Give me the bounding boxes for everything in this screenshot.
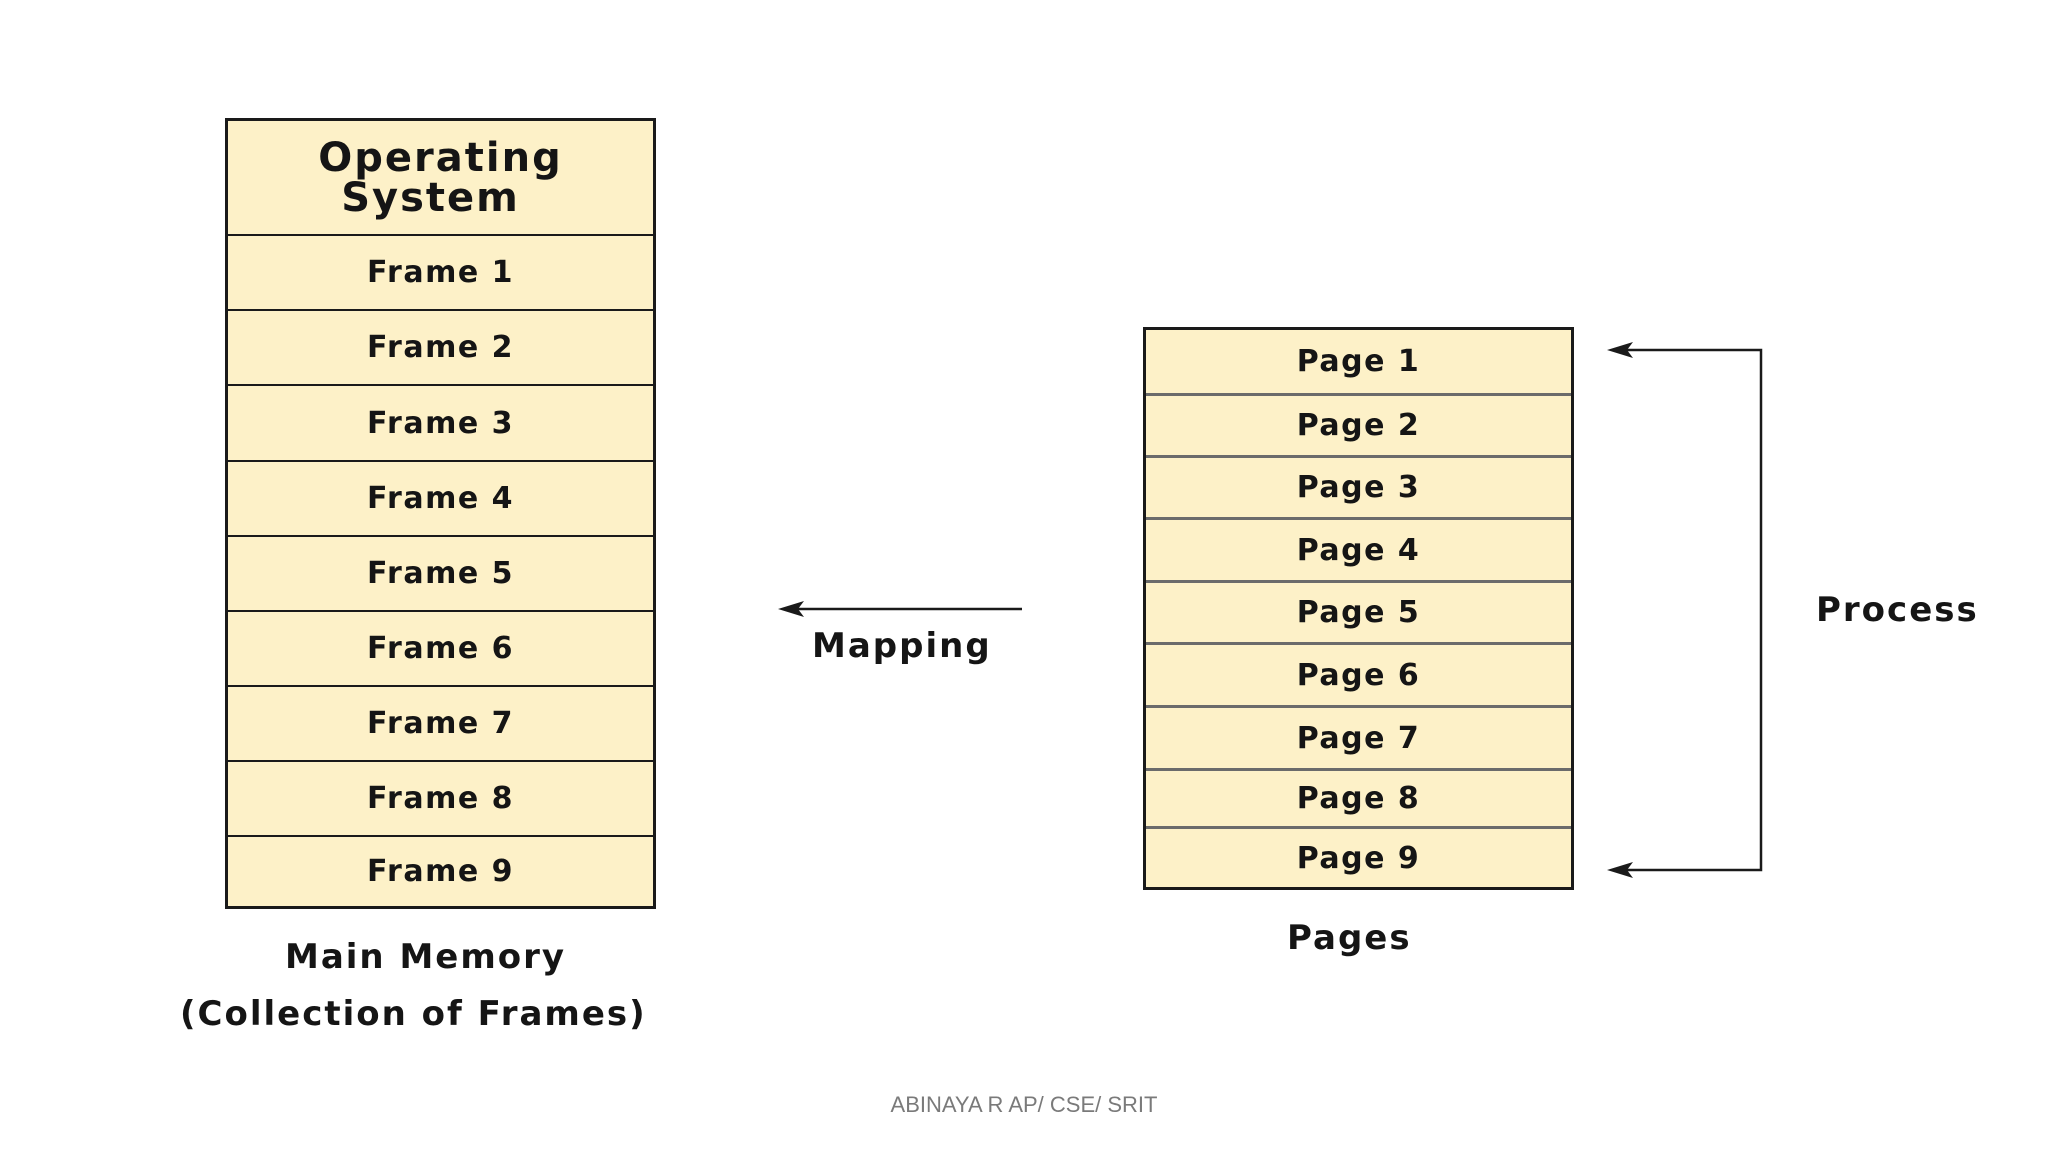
frame-label: Frame 5 [366,556,515,591]
frame-cell: Frame 7 [228,685,653,760]
page-label: Page 8 [1296,781,1421,816]
page-label: Page 4 [1296,532,1421,568]
frame-cell: Frame 8 [228,760,653,835]
frame-label: Frame 9 [366,854,515,889]
frame-cell: Frame 6 [228,610,653,685]
frame-label: Frame 6 [366,631,515,666]
page-cell: Page 3 [1146,455,1571,517]
frame-cell: Frame 5 [228,535,653,610]
pages-caption: Pages [1287,918,1412,958]
os-label-line2: System [341,174,520,221]
os-label-line1: Operating [318,134,563,181]
page-label: Page 7 [1296,720,1421,756]
mapping-arrow [778,601,1022,617]
frame-cell: Frame 1 [228,234,653,309]
page-cell: Page 7 [1146,705,1571,768]
frame-label: Frame 2 [366,330,515,365]
process-label: Process [1816,590,1979,630]
process-bracket-arrow [1607,342,1763,878]
page-label: Page 6 [1296,657,1421,693]
frame-cell: Frame 4 [228,460,653,535]
frame-cell: Frame 2 [228,309,653,384]
frame-label: Frame 3 [366,405,515,441]
main-memory-stack: Operating System Frame 1 Frame 2 Frame 3… [225,118,656,909]
page-cell: Page 2 [1146,393,1571,455]
page-label: Page 1 [1296,344,1421,379]
page-cell: Page 4 [1146,517,1571,580]
operating-system-cell: Operating System [228,121,653,234]
frame-cell: Frame 9 [228,835,653,906]
page-cell: Page 6 [1146,642,1571,705]
main-memory-subcaption: (Collection of Frames) [180,994,647,1034]
page-cell: Page 8 [1146,768,1571,826]
frame-label: Frame 4 [366,481,515,516]
frame-label: Frame 7 [366,706,515,741]
main-memory-caption: Main Memory [285,937,567,977]
frame-label: Frame 8 [366,781,515,816]
page-label: Page 3 [1296,470,1421,505]
pages-stack: Page 1 Page 2 Page 3 Page 4 Page 5 Page … [1143,327,1574,890]
frame-label: Frame 1 [366,255,515,290]
slide-footer: ABINAYA R AP/ CSE/ SRIT [890,1092,1158,1117]
mapping-label: Mapping [812,626,992,666]
page-label: Page 2 [1296,408,1421,443]
page-cell: Page 9 [1146,826,1571,887]
frame-cell: Frame 3 [228,384,653,460]
page-label: Page 9 [1296,840,1421,876]
page-label: Page 5 [1296,595,1421,630]
page-cell: Page 5 [1146,580,1571,642]
page-cell: Page 1 [1146,330,1571,393]
